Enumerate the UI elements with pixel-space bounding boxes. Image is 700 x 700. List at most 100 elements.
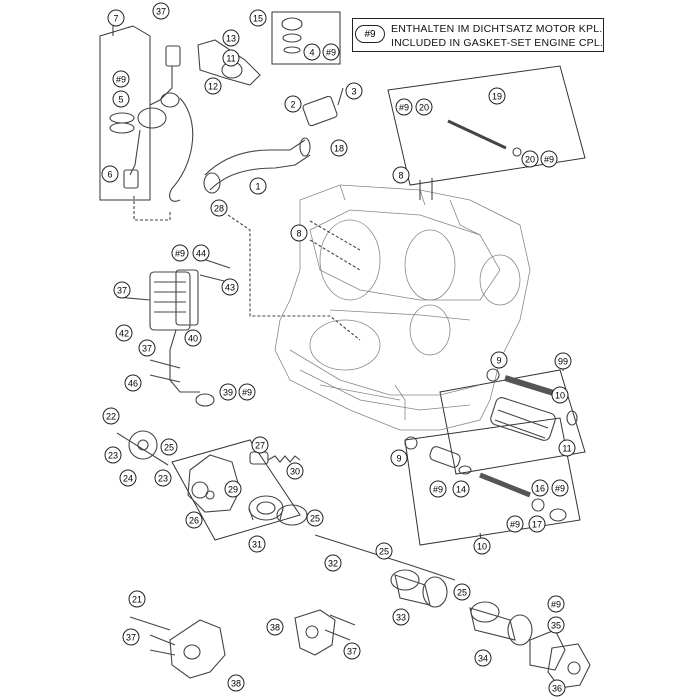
callout-ref-9: #9	[112, 70, 130, 88]
callout-9: 9	[390, 449, 408, 467]
callout-30: 30	[286, 462, 304, 480]
callout-ref-9: #9	[322, 43, 340, 61]
callout-21: 21	[128, 590, 146, 608]
callout-14: 14	[452, 480, 470, 498]
callout-46: 46	[124, 374, 142, 392]
svg-text:10: 10	[555, 391, 565, 401]
svg-text:37: 37	[126, 633, 136, 643]
callout-22: 22	[102, 407, 120, 425]
callout-11: 11	[558, 439, 576, 457]
svg-text:38: 38	[270, 623, 280, 633]
svg-text:31: 31	[252, 540, 262, 550]
svg-text:1: 1	[255, 182, 260, 192]
note-line-english: INCLUDED IN GASKET-SET ENGINE CPL.	[391, 37, 603, 49]
callout-13: 13	[222, 29, 240, 47]
svg-text:13: 13	[226, 34, 236, 44]
svg-text:#9: #9	[175, 249, 185, 259]
callout-43: 43	[221, 278, 239, 296]
svg-text:37: 37	[142, 344, 152, 354]
svg-text:44: 44	[196, 249, 206, 259]
svg-text:25: 25	[457, 588, 467, 598]
svg-text:26: 26	[189, 516, 199, 526]
svg-text:#9: #9	[326, 48, 336, 58]
callout-19: 19	[488, 87, 506, 105]
callout-99: 99	[554, 352, 572, 370]
callout-37: 37	[138, 339, 156, 357]
svg-text:23: 23	[108, 451, 118, 461]
callout-ref-9: #9	[238, 383, 256, 401]
svg-text:21: 21	[132, 595, 142, 605]
callout-44: 44	[192, 244, 210, 262]
callout-37: 37	[113, 281, 131, 299]
svg-text:34: 34	[478, 654, 488, 664]
callout-18: 18	[330, 139, 348, 157]
svg-text:2: 2	[290, 100, 295, 110]
callout-15: 15	[249, 9, 267, 27]
callout-11: 11	[222, 49, 240, 67]
svg-text:27: 27	[255, 441, 265, 451]
callout-25: 25	[375, 542, 393, 560]
callout-35: 35	[547, 616, 565, 634]
svg-text:#9: #9	[551, 600, 561, 610]
group-box-7	[99, 25, 151, 201]
svg-text:23: 23	[158, 474, 168, 484]
callout-1: 1	[249, 177, 267, 195]
note-ref-badge: #9	[355, 25, 385, 43]
callout-4: 4	[303, 43, 321, 61]
svg-text:36: 36	[552, 684, 562, 694]
svg-text:12: 12	[208, 82, 218, 92]
group-box-19	[387, 65, 586, 186]
callout-5: 5	[112, 90, 130, 108]
callout-37: 37	[122, 628, 140, 646]
callout-24: 24	[119, 469, 137, 487]
svg-text:25: 25	[379, 547, 389, 557]
callout-23: 23	[104, 446, 122, 464]
svg-text:32: 32	[328, 559, 338, 569]
svg-text:40: 40	[188, 334, 198, 344]
callout-8: 8	[290, 224, 308, 242]
svg-text:38: 38	[231, 679, 241, 689]
callout-34: 34	[474, 649, 492, 667]
callout-ref-9: #9	[547, 595, 565, 613]
callout-ref-9: #9	[171, 244, 189, 262]
svg-text:11: 11	[562, 444, 571, 454]
svg-text:#9: #9	[399, 103, 409, 113]
svg-text:17: 17	[532, 520, 542, 530]
callout-33: 33	[392, 608, 410, 626]
callout-16: 16	[531, 479, 549, 497]
gasket-set-note: #9 ENTHALTEN IM DICHTSATZ MOTOR KPL. INC…	[352, 18, 604, 52]
callout-20: 20	[521, 150, 539, 168]
svg-text:46: 46	[128, 379, 138, 389]
callout-38: 38	[227, 674, 245, 692]
svg-text:#9: #9	[555, 484, 565, 494]
engine-crankcase-drawing	[274, 184, 531, 431]
svg-text:#9: #9	[242, 388, 252, 398]
svg-text:37: 37	[347, 647, 357, 657]
callout-12: 12	[204, 77, 222, 95]
callout-10: 10	[551, 386, 569, 404]
svg-text:8: 8	[296, 229, 301, 239]
svg-text:29: 29	[228, 485, 238, 495]
svg-text:20: 20	[419, 103, 429, 113]
callout-37: 37	[343, 642, 361, 660]
callout-ref-9: #9	[395, 98, 413, 116]
callout-39: 39	[219, 383, 237, 401]
group-box-15	[271, 11, 341, 65]
callout-20: 20	[415, 98, 433, 116]
callout-26: 26	[185, 511, 203, 529]
svg-text:99: 99	[558, 357, 568, 367]
callout-2: 2	[284, 95, 302, 113]
svg-text:28: 28	[214, 204, 224, 214]
callout-27: 27	[251, 436, 269, 454]
callout-40: 40	[184, 329, 202, 347]
callout-ref-9: #9	[551, 479, 569, 497]
callout-3: 3	[345, 82, 363, 100]
group-box-oil-pump	[171, 439, 301, 541]
callout-25: 25	[306, 509, 324, 527]
callout-38: 38	[266, 618, 284, 636]
callout-32: 32	[324, 554, 342, 572]
svg-text:10: 10	[477, 542, 487, 552]
svg-text:15: 15	[253, 14, 263, 24]
